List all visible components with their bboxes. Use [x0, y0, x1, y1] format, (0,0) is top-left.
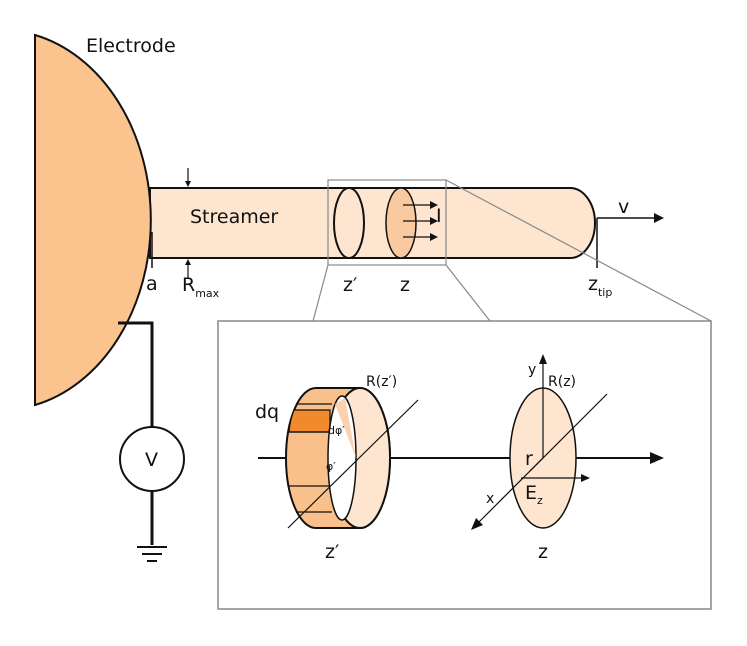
inset-y-axis-arrowhead [539, 354, 547, 364]
r-vector [529, 457, 544, 472]
ring-diagonal [287, 399, 419, 529]
current-arrowhead-1 [430, 201, 438, 209]
rmax-label: Rmax [182, 274, 220, 300]
zoom-line-top [445, 179, 712, 322]
x-label: x [486, 491, 494, 507]
ground-symbol [137, 546, 167, 562]
ez-arrowhead [581, 474, 590, 482]
z-label: z [400, 274, 410, 296]
ez-label: Ez [525, 482, 543, 507]
electrode-label: Electrode [86, 35, 176, 57]
inset-x-arrowhead [471, 518, 483, 530]
r-label: r [525, 448, 533, 470]
velocity-label: v [618, 196, 629, 218]
zoom-box [327, 179, 447, 266]
dphi-wedge [335, 398, 356, 458]
zoom-line-left [312, 264, 329, 322]
velocity-arrowhead [654, 213, 664, 223]
inset-z-axis-arrowhead [650, 452, 664, 464]
phi-label: φ′ [326, 460, 336, 473]
ring-segment-lines [289, 403, 332, 513]
dphi-label: dφ′ [328, 424, 345, 437]
streamer-channel [149, 187, 596, 259]
current-label: I [436, 205, 442, 227]
z-prime-inset-label: z′ [325, 541, 339, 563]
y-label: y [528, 362, 536, 378]
a-label: a [146, 273, 158, 295]
voltage-label: V [145, 449, 158, 471]
ztip-label: ztip [588, 273, 612, 299]
rmax-bottom-arrowhead [185, 259, 191, 265]
rmax-top-arrowhead [185, 181, 191, 187]
r-z-label: R(z) [548, 374, 576, 390]
r-zprime-label: R(z′) [366, 374, 397, 390]
current-arrowhead-2 [430, 217, 438, 225]
current-arrows [403, 204, 432, 238]
dq-label: dq [255, 401, 279, 423]
z-prime-label: z′ [343, 274, 357, 296]
zoom-line-mid [445, 264, 491, 322]
z-inset-label: z [538, 541, 548, 563]
streamer-label: Streamer [190, 206, 278, 228]
section-z [385, 187, 417, 259]
current-arrowhead-3 [430, 233, 438, 241]
electrode [34, 33, 152, 407]
charge-segment-dq [288, 409, 331, 433]
circuit-wire-top [118, 321, 154, 427]
section-z-prime [333, 187, 365, 259]
